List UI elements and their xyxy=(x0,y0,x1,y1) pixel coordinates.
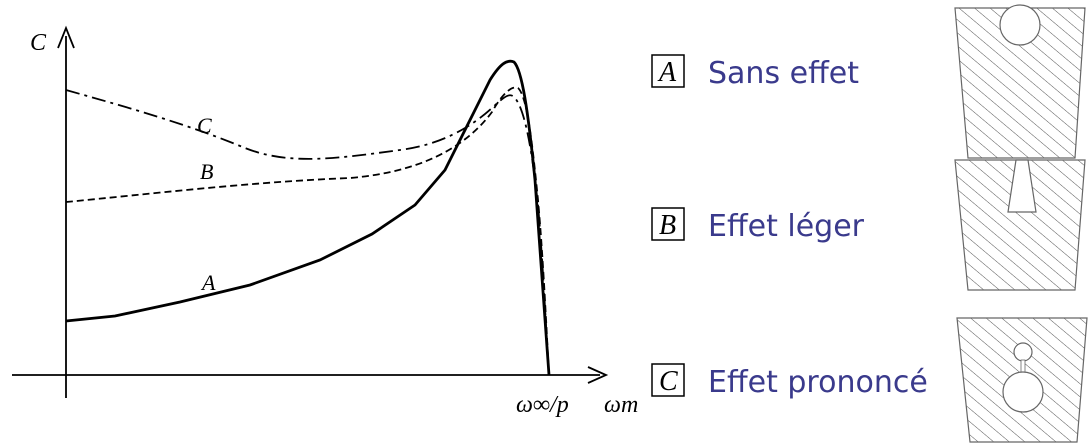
legend-text-b: Effet léger xyxy=(708,209,865,244)
legend-letter-c: C xyxy=(659,366,678,397)
slot-icon-b xyxy=(954,159,1086,291)
legend-box-a xyxy=(651,54,685,88)
y-axis-arrow xyxy=(57,25,75,49)
legend-item-c: C Effet prononcé xyxy=(651,363,928,400)
curve-c-label: C xyxy=(197,113,212,138)
legend-letter-b: B xyxy=(659,210,676,241)
legend-text-a: Sans effet xyxy=(708,56,859,91)
curve-b-label: B xyxy=(200,159,213,184)
x-axis-arrow xyxy=(587,366,609,384)
x-axis-label: ωm xyxy=(604,392,638,418)
legend-text-c: Effet prononcé xyxy=(708,365,928,400)
legend-letter-a: A xyxy=(657,57,677,88)
slot-icon-c xyxy=(956,317,1088,443)
legend-item-a: A Sans effet xyxy=(651,54,859,91)
curve-a-label: A xyxy=(200,270,216,295)
axes: C ω∞/p ωm xyxy=(12,25,638,418)
curve-a xyxy=(65,59,551,376)
slot-icon-a xyxy=(954,4,1086,159)
y-axis-label: C xyxy=(30,30,47,56)
legend-box-b xyxy=(651,207,685,241)
curves: C B A xyxy=(65,59,551,376)
x-tick-label: ω∞/p xyxy=(516,392,569,418)
legend: A Sans effet B Effet léger C Effet prono… xyxy=(651,54,928,400)
curve-c xyxy=(65,89,550,376)
curve-b xyxy=(65,86,550,376)
legend-box-c xyxy=(651,363,685,397)
legend-item-b: B Effet léger xyxy=(651,207,865,244)
